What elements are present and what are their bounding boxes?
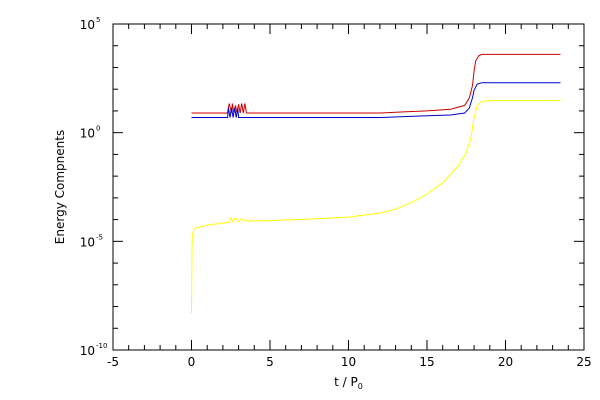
tick-layer bbox=[112, 23, 585, 351]
y-tick-label-exponent: -5 bbox=[96, 233, 103, 241]
x-tick-label: 5 bbox=[266, 355, 274, 369]
series-layer bbox=[191, 53, 561, 314]
series-line-3 bbox=[191, 100, 561, 314]
y-axis-title: Energy Compnents bbox=[53, 130, 67, 244]
series-line-2 bbox=[191, 82, 561, 118]
x-tick-label: -5 bbox=[107, 355, 119, 369]
y-tick-label-exponent: 5 bbox=[96, 16, 100, 24]
x-axis-title: t / P0 bbox=[334, 375, 363, 391]
x-tick-label: 15 bbox=[419, 355, 434, 369]
x-tick-label: 20 bbox=[498, 355, 513, 369]
x-tick-label: 10 bbox=[341, 355, 356, 369]
series-line-1 bbox=[191, 53, 561, 114]
x-tick-label: 0 bbox=[188, 355, 196, 369]
y-tick-label: 10 bbox=[80, 235, 95, 249]
y-tick-label: 10 bbox=[80, 18, 95, 32]
x-axis-title-subscript: 0 bbox=[358, 382, 363, 391]
x-tick-label: 25 bbox=[576, 355, 591, 369]
x-axis-title-main: t / P bbox=[334, 375, 358, 389]
y-tick-label: 10 bbox=[80, 127, 95, 141]
y-tick-label-exponent: 0 bbox=[96, 125, 100, 133]
y-tick-label: 10 bbox=[80, 344, 95, 358]
y-tick-label-exponent: -10 bbox=[96, 342, 107, 350]
